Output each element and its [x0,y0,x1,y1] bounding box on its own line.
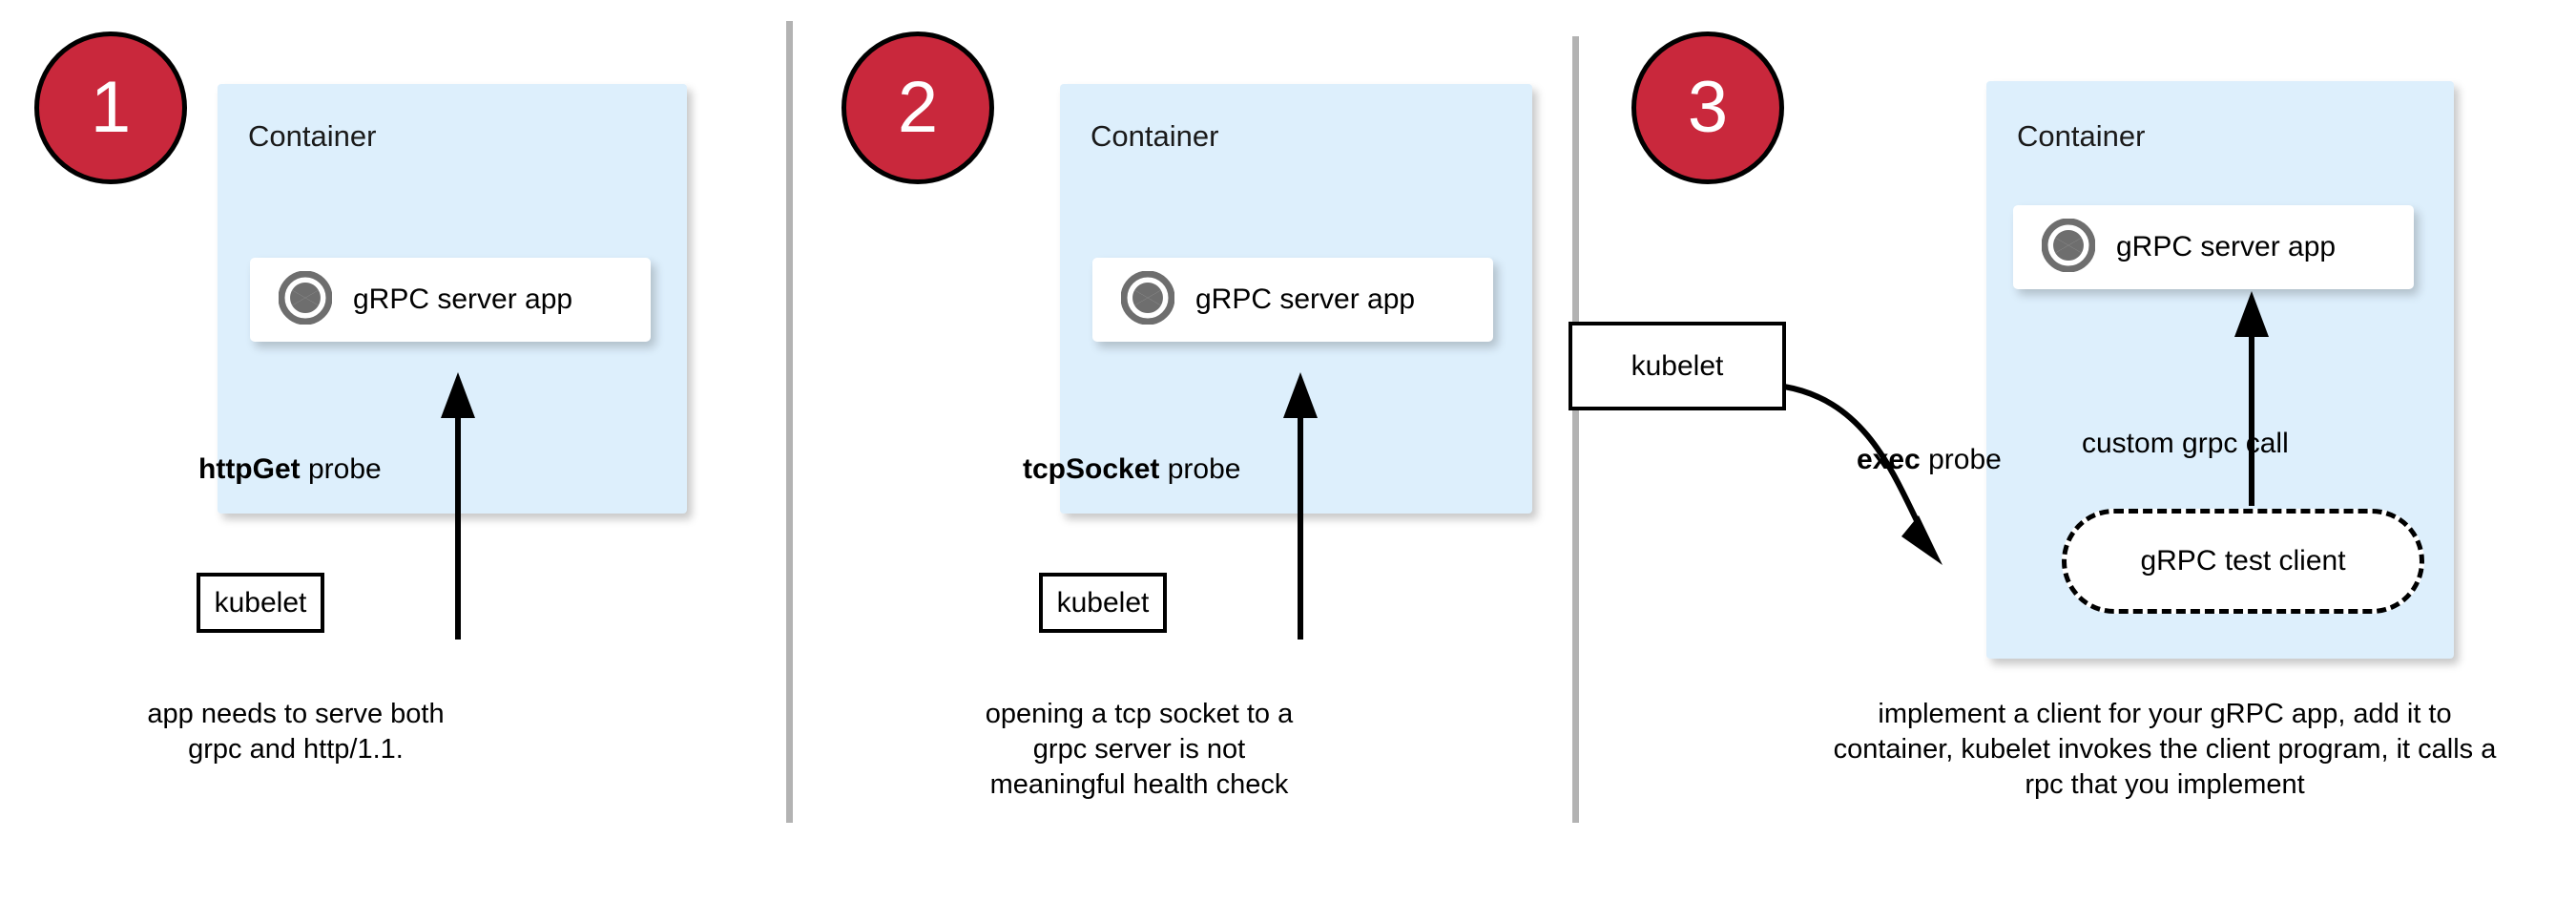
step-badge-2: 2 [841,31,994,184]
probe-type-2: tcpSocket [1023,453,1160,485]
kubelet-label-1: kubelet [214,586,307,619]
caption-2: opening a tcp socket to a grpc server is… [985,699,1294,801]
kubelet-label-2: kubelet [1056,586,1150,619]
arrow-httpget-probe [441,372,475,640]
probe-type-3: exec [1857,444,1921,475]
probe-suffix-2: probe [1159,453,1241,485]
caption-1: app needs to serve both grpc and http/1.… [147,699,445,766]
app-label-3: gRPC server app [2116,231,2337,262]
step-badge-3: 3 [1631,31,1784,184]
app-box-2: gRPC server app [1092,258,1493,342]
probe-label-2: tcpSocket probe [1023,453,1240,486]
kubelet-box-2: kubelet [1039,573,1167,633]
grpc-aperture-icon [2041,218,2096,277]
panel-1: 1 Container gRPC server app [0,0,786,923]
app-box-1: gRPC server app [250,258,651,342]
arrow-custom-grpc-call [2234,291,2269,506]
app-label-1: gRPC server app [353,283,573,315]
panel-2: 2 Container gRPC server app tcpSocket [786,0,1572,923]
kubelet-box-1: kubelet [197,573,324,633]
kubelet-box-3: kubelet [1568,322,1786,410]
app-label-2: gRPC server app [1195,283,1416,315]
step-badge-1: 1 [34,31,187,184]
test-client-label: gRPC test client [2140,545,2346,577]
probe-type-1: httpGet [198,453,301,485]
grpc-aperture-icon [278,270,333,329]
container-label-2: Container [1091,119,1219,153]
arrow-exec-probe [1783,384,1942,565]
caption-3: implement a client for your gRPC app, ad… [1833,699,2497,801]
app-box-3: gRPC server app [2013,205,2414,289]
panel-divider-1 [786,21,793,823]
step-number-2: 2 [897,67,939,148]
grpc-test-client-box: gRPC test client [2062,509,2424,614]
step-number-1: 1 [90,67,132,148]
grpc-aperture-icon [1120,270,1175,329]
probe-suffix-3: probe [1920,444,2002,475]
probe-label-3: exec probe [1857,444,2002,476]
container-label-1: Container [248,119,377,153]
panel-3: 3 Container gRPC server app custom grpc … [1568,0,2576,923]
call-label-3: custom grpc call [2082,428,2289,459]
panel-divider-2 [1572,36,1579,823]
probe-suffix-1: probe [300,453,382,485]
kubelet-label-3: kubelet [1631,349,1724,382]
arrow-tcpsocket-probe [1283,372,1318,640]
probe-label-1: httpGet probe [198,453,382,486]
step-number-3: 3 [1687,67,1729,148]
container-label-3: Container [2017,119,2146,153]
